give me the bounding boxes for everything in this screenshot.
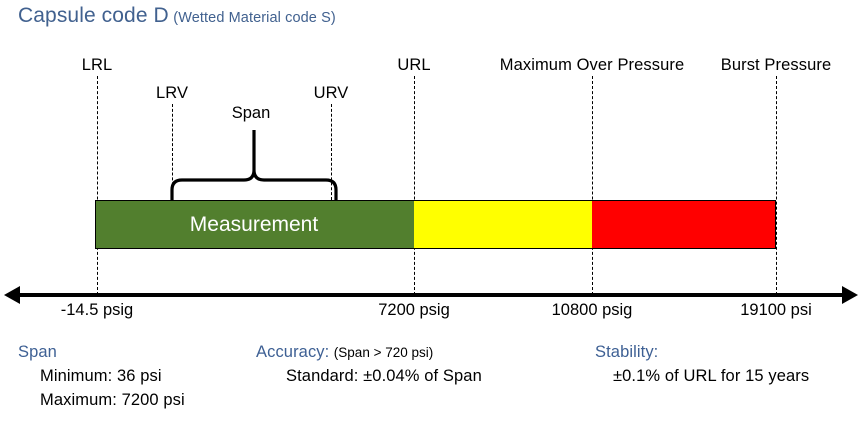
spec-span-heading: Span bbox=[18, 343, 57, 361]
spec-span-minimum: Minimum: 36 psi bbox=[40, 367, 162, 385]
marker-label-lrv: LRV bbox=[155, 84, 189, 102]
span-brace-icon bbox=[170, 130, 338, 202]
spec-block-span: Span Minimum: 36 psi Maximum: 7200 psi bbox=[18, 343, 185, 410]
guide-line-lrv bbox=[172, 104, 173, 200]
spec-span-maximum: Maximum: 7200 psi bbox=[40, 391, 185, 409]
marker-label-burst-pressure: Burst Pressure bbox=[720, 56, 832, 74]
span-label: Span bbox=[231, 104, 271, 122]
bar-segment-maximum-over-pressure bbox=[414, 200, 592, 249]
bar-segment-burst-pressure bbox=[592, 200, 776, 249]
marker-label-maximum-over-pressure: Maximum Over Pressure bbox=[499, 56, 685, 74]
page-title-main: Capsule code D bbox=[18, 4, 169, 27]
axis-arrow-right-icon bbox=[842, 286, 858, 304]
spec-accuracy-standard: Standard: ±0.04% of Span bbox=[286, 367, 482, 385]
guide-line-burst-pressure bbox=[776, 76, 777, 295]
spec-accuracy-heading: Accuracy: bbox=[256, 343, 330, 361]
bar-segment-measurement-label: Measurement bbox=[189, 213, 319, 236]
guide-line-urv bbox=[331, 104, 332, 200]
guide-line-url bbox=[414, 76, 415, 295]
spec-block-stability: Stability: ±0.1% of URL for 15 years bbox=[595, 343, 809, 386]
axis-tick-label-lrl: -14.5 psig bbox=[60, 301, 134, 319]
guide-line-lrl bbox=[97, 76, 98, 295]
bar-segment-measurement bbox=[95, 200, 414, 249]
page-title: Capsule code D (Wetted Material code S) bbox=[18, 4, 336, 28]
axis-tick-label-mop: 10800 psig bbox=[551, 301, 633, 319]
axis-tick-label-burst: 19100 psi bbox=[740, 301, 812, 319]
marker-label-lrl: LRL bbox=[81, 56, 113, 74]
guide-line-maximum-over-pressure bbox=[592, 76, 593, 295]
page-title-sub: (Wetted Material code S) bbox=[173, 10, 336, 26]
spec-stability-value: ±0.1% of URL for 15 years bbox=[613, 367, 810, 385]
marker-label-urv: URV bbox=[313, 84, 349, 102]
axis-arrow-left-icon bbox=[4, 286, 20, 304]
marker-label-url: URL bbox=[397, 56, 431, 74]
spec-block-accuracy: Accuracy: (Span > 720 psi) Standard: ±0.… bbox=[256, 343, 482, 386]
spec-accuracy-heading-note: (Span > 720 psi) bbox=[333, 345, 434, 360]
axis-tick-label-url: 7200 psig bbox=[378, 301, 450, 319]
axis-line bbox=[18, 293, 846, 297]
spec-accuracy-heading-row: Accuracy: (Span > 720 psi) bbox=[256, 343, 482, 362]
spec-stability-heading-row: Stability: bbox=[595, 343, 809, 362]
spec-stability-heading: Stability: bbox=[595, 343, 659, 361]
spec-span-heading-row: Span bbox=[18, 343, 185, 362]
